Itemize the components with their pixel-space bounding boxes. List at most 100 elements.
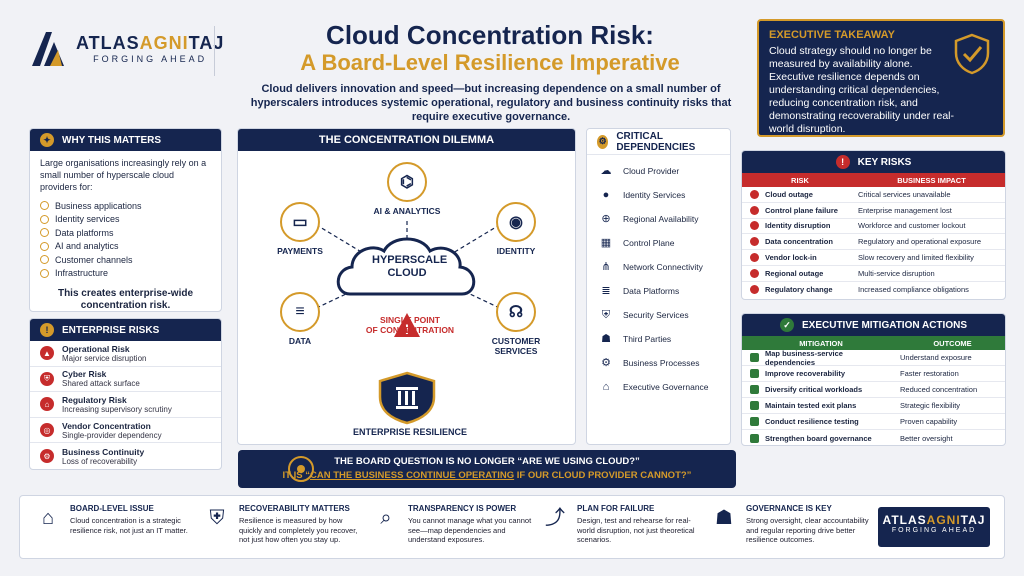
node-data: ≡DATA: [260, 292, 340, 346]
divider: [214, 26, 215, 76]
why-lead: Large organisations increasingly rely on…: [40, 158, 207, 192]
magnifier-icon: ⌕: [380, 507, 392, 529]
list-item: Identity services: [40, 213, 211, 227]
card-icon: ▭: [280, 202, 320, 242]
check-icon: [40, 228, 49, 238]
list-item: Infrastructure: [40, 267, 211, 281]
key-risks-title: KEY RISKS: [857, 156, 912, 168]
risk-icon: [750, 221, 759, 231]
footer-logo: ATLASAGNITAJ FORGING AHEAD: [878, 507, 990, 547]
ai-chip-icon: ⌬: [387, 162, 427, 202]
why-footer: This creates enterprise-wide concentrati…: [57, 288, 194, 311]
check-icon: [40, 214, 49, 224]
list-item: ⚙Business Processes: [587, 351, 730, 375]
logo-mark-icon: [32, 32, 64, 66]
gear-icon: ⚙: [601, 357, 611, 369]
warning-icon: !: [835, 155, 850, 169]
risk-icon: [750, 189, 759, 199]
list-item: ☁Cloud Provider: [600, 165, 680, 177]
risk-icon: [750, 285, 759, 295]
check-icon: [40, 241, 49, 251]
bank-icon: ⌂: [40, 397, 54, 412]
node-ai-analytics: ⌬AI & ANALYTICS: [367, 162, 447, 216]
enterprise-risks-title: ENTERPRISE RISKS: [62, 324, 160, 336]
cloud-shape: [336, 237, 476, 296]
shield-icon: ⛨: [40, 371, 54, 386]
enterprise-resilience-label: ENTERPRISE RESILIENCE: [352, 427, 468, 437]
logo-tagline: FORGING AHEAD: [93, 53, 208, 64]
mitigation-actions-panel: ✓EXECUTIVE MITIGATION ACTIONS MITIGATION…: [741, 313, 1006, 446]
action-icon: [750, 353, 759, 362]
action-icon: [750, 385, 759, 394]
list-item: ▦Control Plane: [600, 237, 675, 249]
board-question-line1: THE BOARD QUESTION IS NO LONGER “ARE WE …: [334, 456, 640, 467]
list-item: ⋔Network Connectivity: [587, 255, 730, 279]
why-title: WHY THIS MATTERS: [62, 134, 162, 146]
list-item: Data platforms: [40, 226, 211, 240]
svg-text:!: !: [405, 321, 410, 337]
title-line1: Cloud Concentration Risk:: [326, 20, 654, 50]
network-icon: ⚙: [597, 134, 609, 149]
chart-icon: ⤴: [545, 507, 565, 529]
title-line2: A Board-Level Resilience Imperative: [300, 50, 680, 75]
brand-logo: ATLASAGNITAJ FORGING AHEAD: [28, 28, 224, 68]
mitigation-title: EXECUTIVE MITIGATION ACTIONS: [801, 319, 967, 331]
database-icon: ≣: [601, 285, 611, 297]
headset-icon: ☊: [496, 292, 536, 332]
lightbulb-icon: ✦: [40, 133, 54, 147]
list-item: ⊕Regional Availability: [587, 207, 730, 231]
warning-triangle-icon: [394, 313, 420, 337]
risk-icon: [750, 237, 759, 247]
logo-name: ATLASAGNITAJ: [76, 32, 225, 53]
list-item: ●Identity Services: [587, 183, 730, 207]
shield-icon: ⛨: [601, 309, 611, 321]
connector-line: [447, 220, 507, 257]
check-icon: [40, 255, 49, 265]
action-icon: [750, 401, 759, 410]
board-question-banner: THE BOARD QUESTION IS NO LONGER “ARE WE …: [238, 450, 736, 488]
takeaway-title: EXECUTIVE TAKEAWAY: [769, 29, 895, 41]
list-item: ≣Data Platforms: [587, 279, 730, 303]
list-item: Customer channels: [40, 253, 211, 267]
people-icon: ☗: [715, 507, 733, 529]
fingerprint-icon: ◉: [496, 202, 536, 242]
gear-icon: ⚙: [40, 449, 54, 464]
people-icon: ☗: [601, 333, 611, 345]
action-icon: [750, 417, 759, 426]
takeaway-body: Cloud strategy should no longer be measu…: [769, 45, 955, 135]
page-title: Cloud Concentration Risk: A Board-Level …: [240, 20, 740, 76]
connector-line: [309, 220, 369, 257]
bank-icon: ⌂: [602, 381, 610, 393]
list-item: AI and analytics: [40, 240, 211, 254]
user-icon: ●: [602, 189, 610, 201]
intro-text: Cloud delivers innovation and speed—but …: [250, 83, 732, 123]
bank-icon: ⌂: [41, 507, 55, 529]
list-item: ☗Third Parties: [587, 327, 730, 351]
globe-icon: ⊕: [601, 213, 611, 225]
executive-takeaway: EXECUTIVE TAKEAWAY Cloud strategy should…: [757, 19, 1005, 137]
network-icon: ⋔: [601, 261, 611, 273]
